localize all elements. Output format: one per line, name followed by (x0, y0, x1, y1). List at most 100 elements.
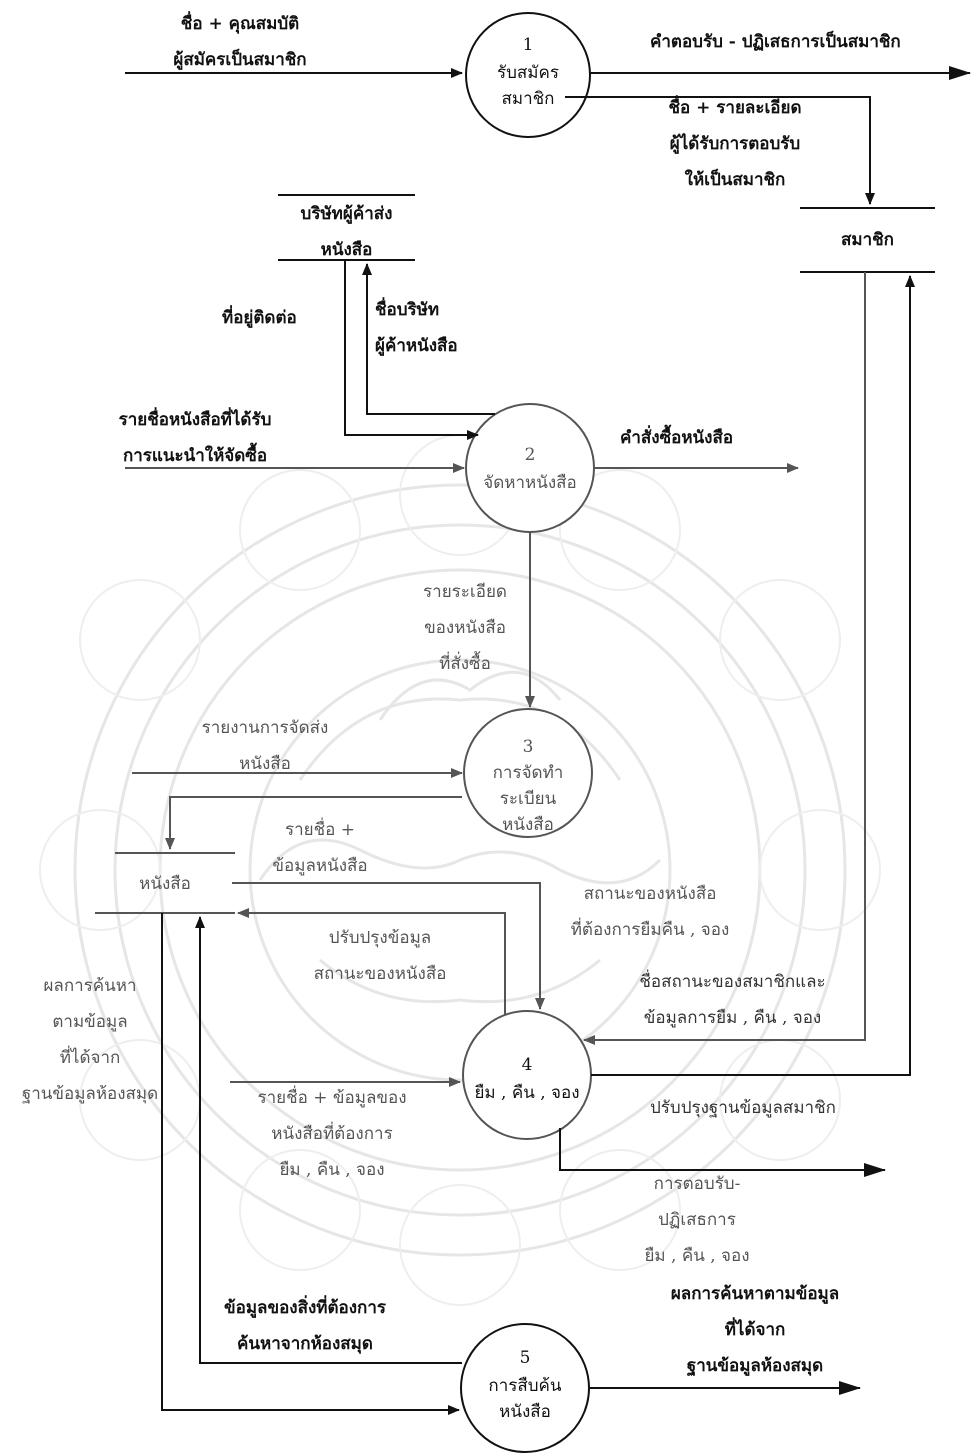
flow-member-status-loans (583, 272, 866, 1045)
label-line: ชื่อ + รายละเอียด (668, 98, 802, 118)
label-update-book-status: ปรับปรุงข้อมูล สถานะของหนังสือ (295, 920, 465, 992)
label-line: รายชื่อ + ข้อมูลของ (257, 1088, 407, 1108)
label-recommended-books: รายชื่อหนังสือที่ได้รับ การแนะนำให้จัดซื… (95, 402, 295, 474)
store-member-lines (800, 207, 935, 273)
flow-accepted-member-details (565, 96, 875, 205)
process-3-number: 3 (522, 737, 534, 757)
label-line: ฐานข้อมูลห้องสมุด (21, 1084, 159, 1104)
label-line: ข้อมูลหนังสือ (272, 856, 368, 876)
label-loan-accept-reject: การตอบรับ- ปฏิเสธการ ยืม , คืน , จอง (632, 1166, 762, 1274)
label-update-member-db: ปรับปรุงฐานข้อมูลสมาชิก (650, 1090, 836, 1126)
label-line: การตอบรับ- (653, 1174, 741, 1194)
label-line: ผู้ได้รับการตอบรับ (669, 134, 801, 154)
store-book-label: หนังสือ (115, 866, 215, 902)
label-line: สมาชิก (841, 230, 894, 250)
label-line: ชื่อบริษัท (375, 300, 440, 320)
label-purchase-order: คำสั่งซื้อหนังสือ (620, 420, 733, 456)
label-line: ปรับปรุงข้อมูล (328, 928, 432, 948)
store-member-label: สมาชิก (800, 222, 935, 258)
process-3-circle (463, 708, 593, 838)
process-5-name-line-1: การสืบค้น (488, 1376, 562, 1396)
label-line: ชื่อสถานะของสมาชิกและ (639, 972, 826, 992)
process-1-name-line-1: รับสมัคร (496, 63, 559, 83)
flow-search-request (195, 916, 462, 1364)
process-3-name-line-3: หนังสือ (502, 815, 554, 835)
label-search-result-left: ผลการค้นหา ตามข้อมูล ที่ได้จาก ฐานข้อมูล… (0, 968, 180, 1112)
label-line: คำสั่งซื้อหนังสือ (620, 428, 734, 448)
label-delivery-report: รายงานการจัดส่ง หนังสือ (180, 710, 350, 782)
flow-loan-accept-reject (559, 1128, 886, 1177)
process-1-label: 1 รับสมัคร สมาชิก (466, 30, 590, 112)
label-line: หนังสือ (239, 754, 291, 774)
label-line: การแนะนำให้จัดซื้อ (122, 446, 268, 466)
label-ordered-book-details: รายระเอียด ของหนังสือ ที่สั่งซื้อ (405, 574, 525, 682)
flow-book-list-info (165, 796, 462, 850)
store-book-lines (95, 852, 235, 914)
flow-book-status-needed (232, 882, 545, 1010)
flow-update-book-status (237, 908, 506, 1015)
label-line: ผู้สมัครเป็นสมาชิก (173, 50, 307, 70)
flow-supplier-name (362, 263, 495, 415)
store-supplier-line-2: หนังสือ (320, 240, 373, 260)
label-line: ค้นหาจากห้องสมุด (237, 1334, 373, 1354)
label-line: ยืม , คืน , จอง (279, 1160, 385, 1180)
label-line: ที่สั่งซื้อ (439, 654, 491, 674)
process-1-circle (465, 12, 591, 138)
label-accepted-member-details: ชื่อ + รายละเอียด ผู้ได้รับการตอบรับ ให้… (630, 90, 840, 198)
label-book-list-info: รายชื่อ + ข้อมูลหนังสือ (245, 812, 395, 884)
label-line: ผลการค้นหา (43, 976, 137, 996)
process-5-name-line-2: หนังสือ (499, 1402, 551, 1422)
label-line: หนังสือที่ต้องการ (271, 1124, 393, 1144)
process-5-number: 5 (519, 1348, 531, 1368)
label-line: รายงานการจัดส่ง (201, 718, 329, 738)
label-line: ที่ต้องการยืมคืน , จอง (570, 920, 730, 940)
label-accept-reject-member: คำตอบรับ - ปฏิเสธการเป็นสมาชิก (650, 24, 901, 60)
label-line: รายชื่อ + (284, 820, 356, 840)
label-line: ฐานข้อมูลห้องสมุด (686, 1356, 824, 1376)
label-line: คำตอบรับ - ปฏิเสธการเป็นสมาชิก (650, 32, 901, 52)
process-3-name-line-1: การจัดทำ (492, 763, 564, 783)
label-line: ยืม , คืน , จอง (644, 1246, 750, 1266)
label-line: ของหนังสือ (424, 618, 506, 638)
label-line: ให้เป็นสมาชิก (684, 170, 786, 190)
label-line: รายชื่อหนังสือที่ได้รับ (118, 410, 272, 430)
label-supplier-name: ชื่อบริษัท ผู้ค้าหนังสือ (375, 292, 458, 364)
store-supplier-lines (278, 194, 415, 261)
label-book-status-needed: สถานะของหนังสือ ที่ต้องการยืมคืน , จอง (555, 876, 745, 948)
flow-contact-address (344, 260, 479, 440)
process-4-number: 4 (521, 1055, 533, 1075)
label-line: ผลการค้นหาตามข้อมูล (670, 1284, 840, 1304)
label-line: ที่ได้จาก (724, 1320, 786, 1340)
label-line: ปรับปรุงฐานข้อมูลสมาชิก (650, 1098, 836, 1118)
process-2-label: 2 จัดหาหนังสือ (466, 440, 594, 496)
process-4-name-line-1: ยืม , คืน , จอง (474, 1083, 580, 1103)
label-search-result-right: ผลการค้นหาตามข้อมูล ที่ได้จาก ฐานข้อมูลห… (640, 1276, 870, 1384)
process-2-number: 2 (524, 445, 536, 465)
label-line: ตามข้อมูล (52, 1012, 128, 1032)
store-supplier-line-1: บริษัทผู้ค้าส่ง (300, 204, 393, 224)
label-contact-address: ที่อยู่ติดต่อ (222, 300, 297, 336)
label-search-request: ข้อมูลของสิ่งที่ต้องการ ค้นหาจากห้องสมุด (195, 1290, 415, 1362)
label-line: สถานะของหนังสือ (583, 884, 717, 904)
label-line: รายระเอียด (423, 582, 507, 602)
store-supplier-label: บริษัทผู้ค้าส่ง หนังสือ (278, 196, 415, 268)
process-1-name-line-2: สมาชิก (501, 89, 555, 109)
label-line: ที่อยู่ติดต่อ (222, 308, 297, 328)
process-3-name-line-2: ระเบียน (499, 789, 557, 809)
flow-search-result-left (161, 913, 460, 1415)
process-5-label: 5 การสืบค้น หนังสือ (461, 1343, 589, 1425)
label-line: ผู้ค้าหนังสือ (375, 336, 458, 356)
label-line: ข้อมูลของสิ่งที่ต้องการ (224, 1298, 386, 1318)
label-line: ปฏิเสธการ (658, 1210, 736, 1230)
label-member-status-loans: ชื่อสถานะของสมาชิกและ ข้อมูลการยืม , คืน… (615, 964, 850, 1036)
flow-update-member-db (591, 275, 915, 1076)
label-line: ชื่อ + คุณสมบัติ (180, 14, 300, 34)
label-line: ที่ได้จาก (59, 1048, 121, 1068)
label-line: หนังสือ (139, 874, 191, 894)
label-line: ข้อมูลการยืม , คืน , จอง (643, 1008, 822, 1028)
process-3-label: 3 การจัดทำ ระเบียน หนังสือ (464, 737, 592, 838)
process-2-name-line-1: จัดหาหนังสือ (483, 473, 577, 493)
label-line: สถานะของหนังสือ (313, 964, 447, 984)
process-1-number: 1 (522, 35, 534, 55)
